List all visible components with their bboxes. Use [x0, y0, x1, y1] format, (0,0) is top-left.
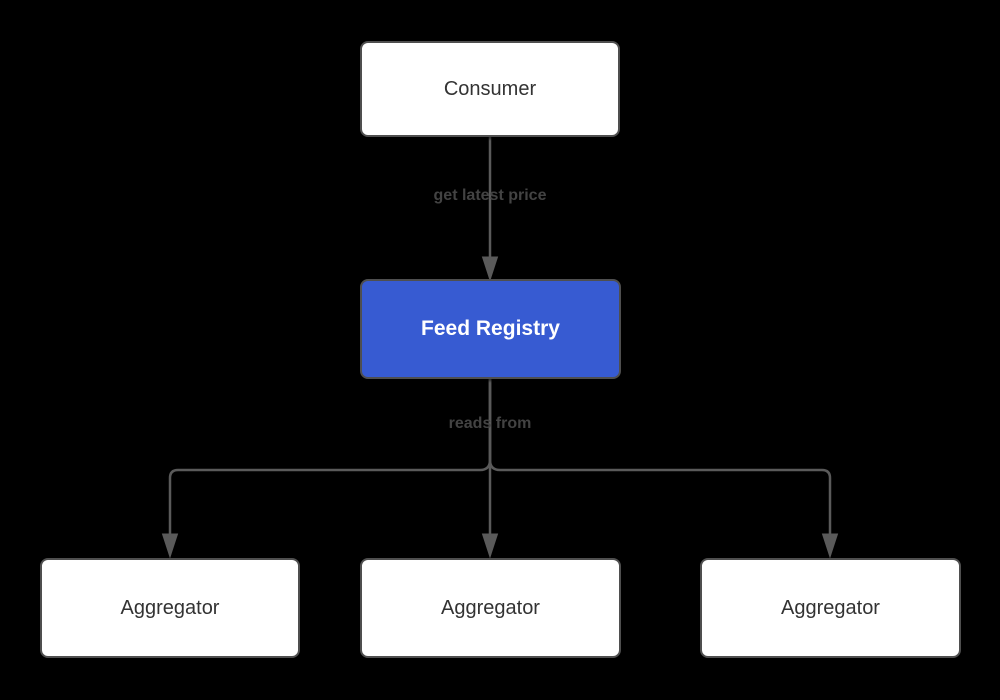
aggregator-node-3-label: Aggregator: [781, 596, 880, 619]
arrowhead-down-icon: [821, 533, 839, 559]
edge-registry-to-aggregator-1: [168, 378, 492, 535]
consumer-node: Consumer: [360, 41, 620, 137]
consumer-node-label: Consumer: [443, 77, 537, 100]
aggregator-node-3: Aggregator: [700, 558, 961, 658]
aggregator-node-1-label: Aggregator: [120, 596, 220, 619]
edge-registry-to-aggregator-3: [488, 378, 832, 535]
aggregator-node-1: Aggregator: [40, 558, 300, 658]
arrowhead-down-icon: [161, 533, 179, 559]
aggregator-node-2-label: Aggregator: [441, 596, 540, 619]
arrowhead-down-icon: [481, 533, 499, 559]
arrowhead-down-icon: [481, 256, 499, 282]
feed-registry-node: Feed Registry: [360, 279, 621, 379]
feed-registry-node-label: Feed Registry: [421, 317, 560, 340]
edge-label-get-latest-price: get latest price: [433, 187, 547, 204]
aggregator-node-2: Aggregator: [360, 558, 621, 658]
edge-label-reads-from: reads from: [448, 415, 532, 432]
